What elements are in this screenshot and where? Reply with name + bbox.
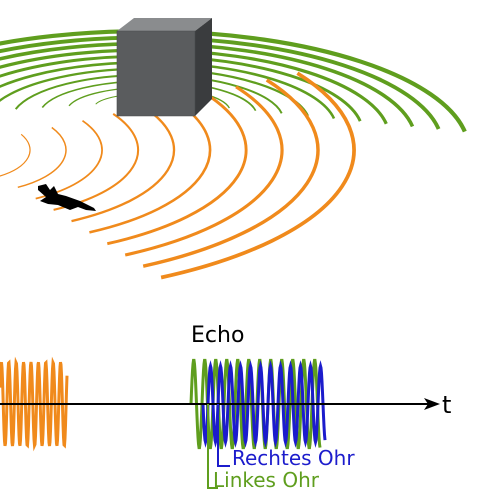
emitted-signal-waveform xyxy=(0,356,69,452)
left-ear-label: Linkes Ohr xyxy=(213,468,320,492)
bat-icon xyxy=(38,184,96,211)
time-axis xyxy=(0,398,440,410)
echo-label: Echo xyxy=(191,323,244,348)
emitted-wavefront-arc xyxy=(160,71,356,280)
emitted-wavefront-arc xyxy=(142,78,320,268)
cube-obstacle-icon xyxy=(116,18,212,117)
emitted-wavefronts xyxy=(0,71,356,280)
emitted-wavefront-arc xyxy=(0,133,31,177)
emitted-wavefront-arc xyxy=(124,85,284,257)
right-ear-label: Rechtes Ohr xyxy=(232,446,355,470)
time-axis-label: t xyxy=(442,391,451,419)
right-ear-waveform xyxy=(201,360,327,448)
emitted-wavefront-arc xyxy=(89,99,212,234)
emitted-wavefront-arc xyxy=(17,126,67,189)
emitted-wavefront-arc xyxy=(71,106,176,223)
emitted-wavefront-arc xyxy=(35,119,103,200)
emitted-wavefront-arc xyxy=(53,113,140,211)
emitted-wavefront-arc xyxy=(106,92,248,246)
ear-label-leaders xyxy=(207,404,230,489)
